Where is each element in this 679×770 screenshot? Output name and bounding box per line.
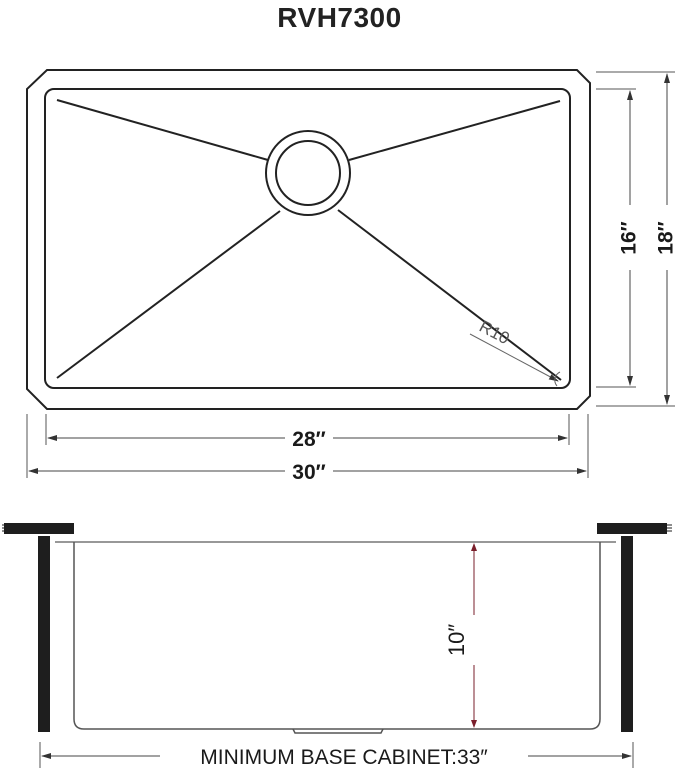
outer-flange-outline <box>26 69 591 410</box>
cabinet-width-dimension: MINIMUM BASE CABINET:33″ <box>41 746 632 769</box>
inner-width-dimension: 28″ <box>47 428 568 451</box>
cabinet-width-label: MINIMUM BASE CABINET:33″ <box>200 746 488 769</box>
outer-depth-label: 18″ <box>655 221 678 254</box>
outer-depth-dimension: 18″ <box>655 73 678 405</box>
cabinet-wall-left <box>38 536 50 732</box>
inner-depth-label: 16″ <box>618 221 641 254</box>
side-view: 10″ MINIMUM BASE CABINET:33″ <box>2 523 672 769</box>
top-view: R10 16″ 18″ 28″ <box>26 69 678 484</box>
radius-arc <box>554 371 561 387</box>
countertop-left <box>4 523 74 534</box>
slope-line-tr <box>348 100 561 161</box>
model-title: RVH7300 <box>277 2 402 33</box>
slope-line-br <box>337 209 562 381</box>
countertop-right <box>597 523 667 534</box>
inner-width-label: 28″ <box>292 428 325 451</box>
cabinet-wall-right <box>621 536 633 732</box>
drain-flange <box>292 728 384 734</box>
slope-line-tl <box>56 99 269 161</box>
bowl-depth-dimension: 10″ <box>444 543 477 728</box>
sink-bowl-profile <box>73 542 601 730</box>
bowl-depth-label: 10″ <box>444 624 469 656</box>
drain-inner-ring <box>275 140 341 206</box>
inner-bowl-outline <box>44 88 571 389</box>
outer-width-label: 30″ <box>292 461 325 484</box>
slope-line-bl <box>56 210 281 379</box>
corner-radius-label: R10 <box>476 317 512 348</box>
radius-leader <box>469 333 559 382</box>
drain-outer-ring <box>265 130 351 216</box>
outer-width-dimension: 30″ <box>28 461 587 484</box>
inner-depth-dimension: 16″ <box>618 90 641 386</box>
